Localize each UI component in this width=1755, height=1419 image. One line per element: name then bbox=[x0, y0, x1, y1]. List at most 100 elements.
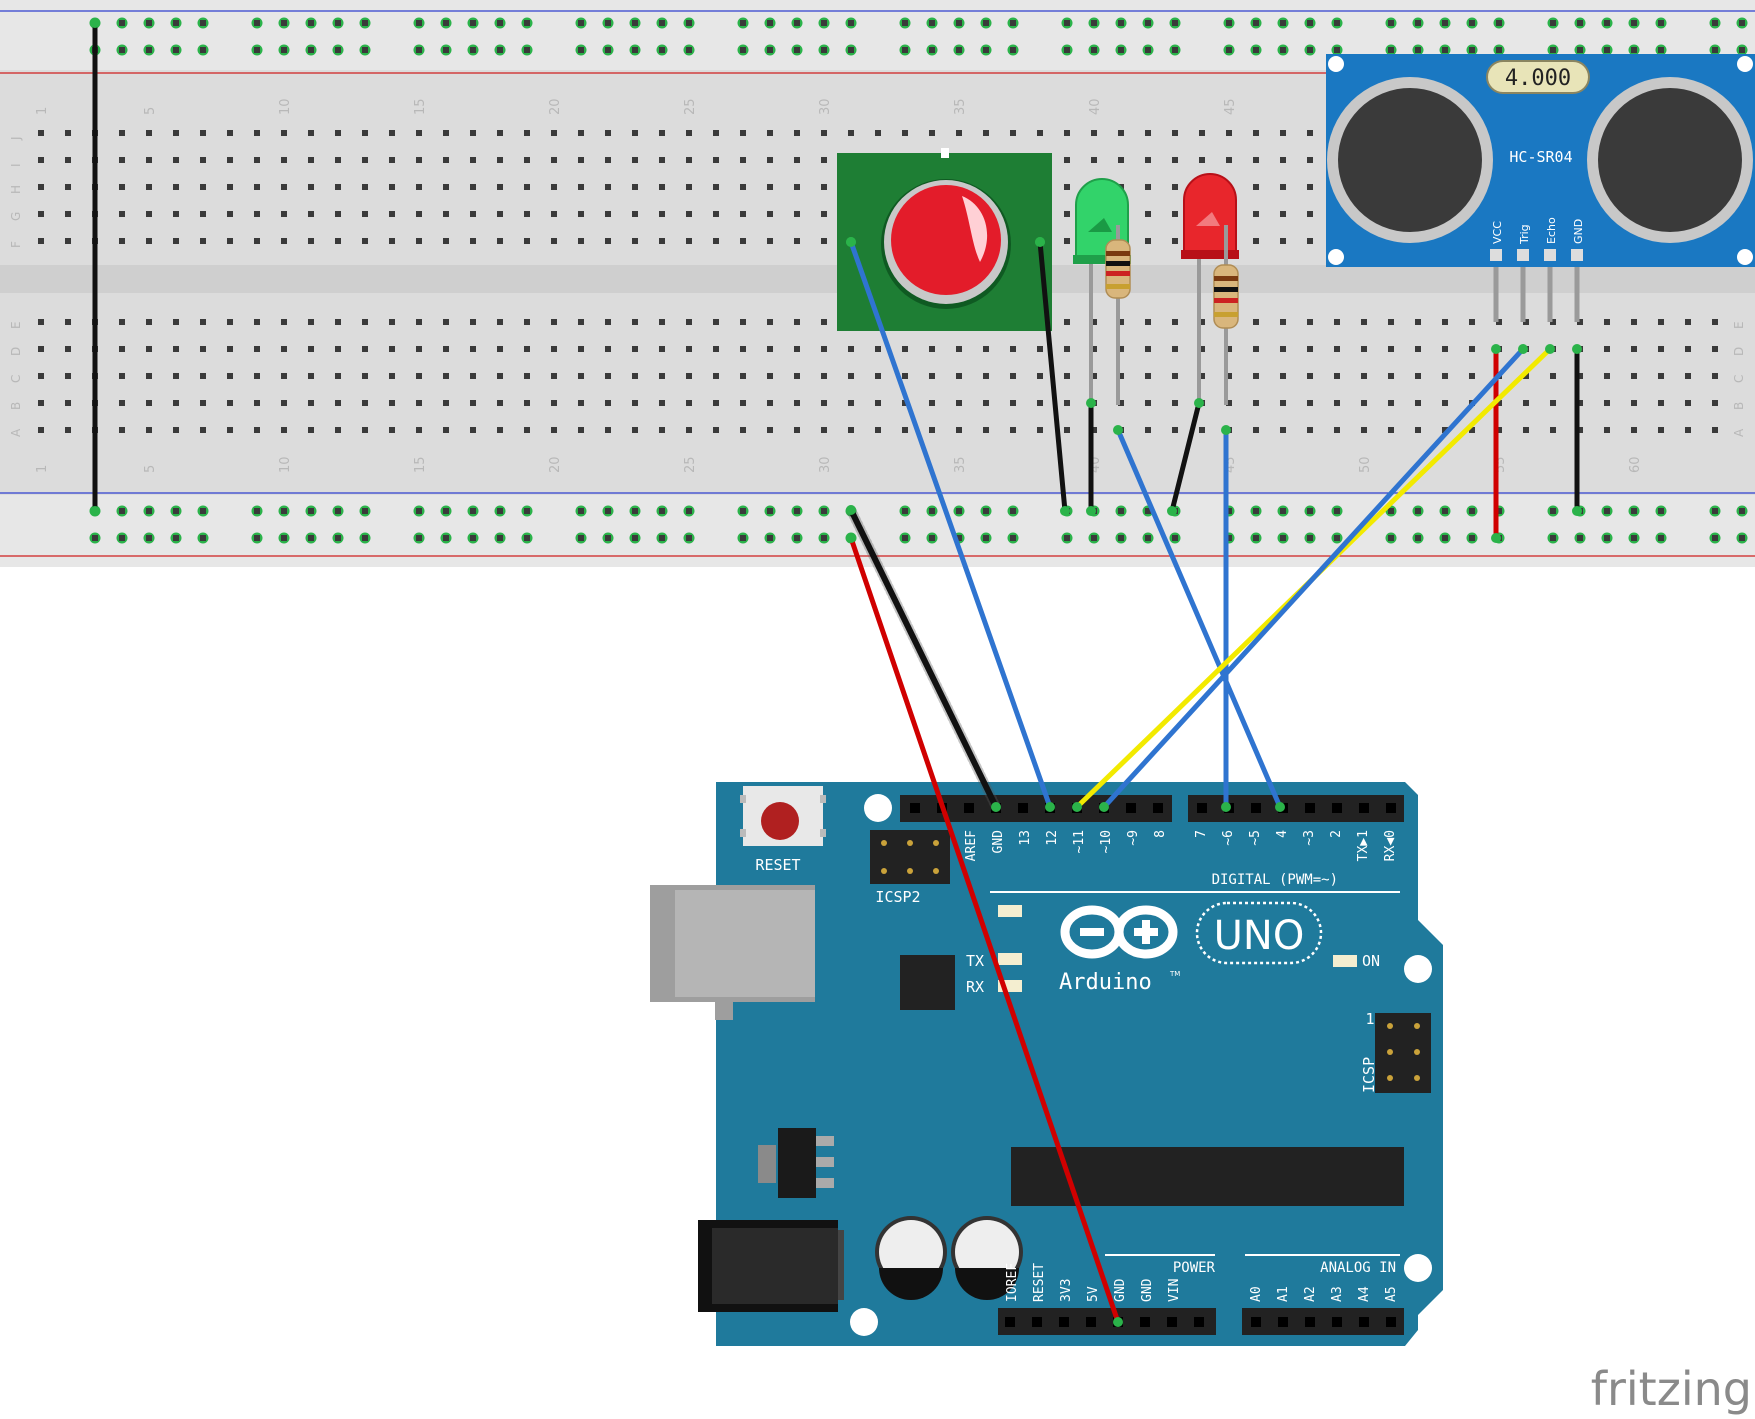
breadboard-hole[interactable] bbox=[1685, 427, 1691, 433]
breadboard-hole[interactable] bbox=[38, 373, 44, 379]
breadboard-hole[interactable] bbox=[1388, 427, 1394, 433]
rail-hole[interactable] bbox=[1577, 20, 1583, 26]
breadboard-hole[interactable] bbox=[254, 400, 260, 406]
header-pin[interactable] bbox=[1018, 803, 1028, 813]
breadboard-hole[interactable] bbox=[578, 211, 584, 217]
breadboard-hole[interactable] bbox=[848, 373, 854, 379]
rail-hole[interactable] bbox=[173, 20, 179, 26]
breadboard-hole[interactable] bbox=[497, 400, 503, 406]
breadboard-hole[interactable] bbox=[1253, 184, 1259, 190]
rail-hole[interactable] bbox=[524, 47, 530, 53]
breadboard-hole[interactable] bbox=[1145, 157, 1151, 163]
rail-hole[interactable] bbox=[119, 535, 125, 541]
breadboard-hole[interactable] bbox=[1226, 346, 1232, 352]
push-button[interactable] bbox=[837, 148, 1052, 331]
breadboard-hole[interactable] bbox=[1037, 400, 1043, 406]
rail-hole[interactable] bbox=[956, 20, 962, 26]
breadboard-hole[interactable] bbox=[1010, 427, 1016, 433]
breadboard-hole[interactable] bbox=[902, 346, 908, 352]
breadboard-hole[interactable] bbox=[1496, 319, 1502, 325]
rail-hole[interactable] bbox=[1307, 20, 1313, 26]
breadboard-hole[interactable] bbox=[1199, 373, 1205, 379]
breadboard-hole[interactable] bbox=[146, 184, 152, 190]
breadboard-hole[interactable] bbox=[767, 238, 773, 244]
breadboard-hole[interactable] bbox=[578, 427, 584, 433]
header-pin[interactable] bbox=[1086, 1317, 1096, 1327]
breadboard-hole[interactable] bbox=[65, 346, 71, 352]
breadboard-hole[interactable] bbox=[551, 373, 557, 379]
breadboard-hole[interactable] bbox=[794, 130, 800, 136]
breadboard-hole[interactable] bbox=[1442, 400, 1448, 406]
rail-hole[interactable] bbox=[902, 47, 908, 53]
breadboard-hole[interactable] bbox=[821, 238, 827, 244]
breadboard-hole[interactable] bbox=[254, 211, 260, 217]
breadboard-hole[interactable] bbox=[1253, 400, 1259, 406]
breadboard-hole[interactable] bbox=[1442, 427, 1448, 433]
rail-hole[interactable] bbox=[470, 535, 476, 541]
rail-hole[interactable] bbox=[470, 508, 476, 514]
breadboard-hole[interactable] bbox=[524, 130, 530, 136]
breadboard-hole[interactable] bbox=[1388, 319, 1394, 325]
breadboard-hole[interactable] bbox=[227, 346, 233, 352]
rail-hole[interactable] bbox=[254, 20, 260, 26]
breadboard-hole[interactable] bbox=[524, 373, 530, 379]
breadboard-hole[interactable] bbox=[848, 427, 854, 433]
breadboard-hole[interactable] bbox=[686, 346, 692, 352]
breadboard-hole[interactable] bbox=[551, 211, 557, 217]
breadboard-hole[interactable] bbox=[497, 346, 503, 352]
breadboard-hole[interactable] bbox=[740, 130, 746, 136]
breadboard-hole[interactable] bbox=[929, 373, 935, 379]
wire-blue-trig-pin10[interactable] bbox=[1101, 346, 1526, 810]
rail-hole[interactable] bbox=[1280, 508, 1286, 514]
rail-hole[interactable] bbox=[1388, 508, 1394, 514]
header-pin[interactable] bbox=[1251, 1317, 1261, 1327]
breadboard-hole[interactable] bbox=[254, 184, 260, 190]
rail-hole[interactable] bbox=[335, 47, 341, 53]
rail-hole[interactable] bbox=[1415, 20, 1421, 26]
rail-hole[interactable] bbox=[443, 508, 449, 514]
breadboard-hole[interactable] bbox=[1037, 346, 1043, 352]
breadboard-hole[interactable] bbox=[119, 238, 125, 244]
breadboard-hole[interactable] bbox=[1064, 346, 1070, 352]
breadboard-hole[interactable] bbox=[740, 238, 746, 244]
breadboard-hole[interactable] bbox=[227, 130, 233, 136]
breadboard-hole[interactable] bbox=[497, 238, 503, 244]
breadboard-hole[interactable] bbox=[524, 346, 530, 352]
rail-hole[interactable] bbox=[524, 508, 530, 514]
breadboard-hole[interactable] bbox=[470, 238, 476, 244]
breadboard-hole[interactable] bbox=[173, 211, 179, 217]
header-pin[interactable] bbox=[1140, 1317, 1150, 1327]
rail-hole[interactable] bbox=[1604, 20, 1610, 26]
rail-hole[interactable] bbox=[416, 20, 422, 26]
breadboard-hole[interactable] bbox=[524, 400, 530, 406]
header-pin[interactable] bbox=[1251, 803, 1261, 813]
breadboard-hole[interactable] bbox=[308, 319, 314, 325]
rail-hole[interactable] bbox=[740, 508, 746, 514]
breadboard-hole[interactable] bbox=[713, 400, 719, 406]
rail-hole[interactable] bbox=[254, 47, 260, 53]
breadboard-hole[interactable] bbox=[1280, 400, 1286, 406]
breadboard-hole[interactable] bbox=[929, 400, 935, 406]
breadboard-hole[interactable] bbox=[173, 130, 179, 136]
breadboard-hole[interactable] bbox=[794, 211, 800, 217]
breadboard-hole[interactable] bbox=[1604, 346, 1610, 352]
breadboard-hole[interactable] bbox=[605, 238, 611, 244]
rail-hole[interactable] bbox=[443, 535, 449, 541]
breadboard-hole[interactable] bbox=[902, 400, 908, 406]
breadboard-hole[interactable] bbox=[524, 238, 530, 244]
header-pin[interactable] bbox=[1359, 1317, 1369, 1327]
breadboard-hole[interactable] bbox=[1226, 373, 1232, 379]
breadboard-hole[interactable] bbox=[1388, 400, 1394, 406]
breadboard-hole[interactable] bbox=[1361, 427, 1367, 433]
rail-hole[interactable] bbox=[497, 20, 503, 26]
rail-hole[interactable] bbox=[173, 508, 179, 514]
rail-hole[interactable] bbox=[1550, 20, 1556, 26]
header-pin[interactable] bbox=[1359, 803, 1369, 813]
breadboard-hole[interactable] bbox=[119, 157, 125, 163]
breadboard-hole[interactable] bbox=[1361, 373, 1367, 379]
breadboard-hole[interactable] bbox=[1604, 319, 1610, 325]
breadboard-hole[interactable] bbox=[389, 130, 395, 136]
breadboard-hole[interactable] bbox=[524, 184, 530, 190]
breadboard-hole[interactable] bbox=[821, 184, 827, 190]
breadboard-hole[interactable] bbox=[1253, 427, 1259, 433]
